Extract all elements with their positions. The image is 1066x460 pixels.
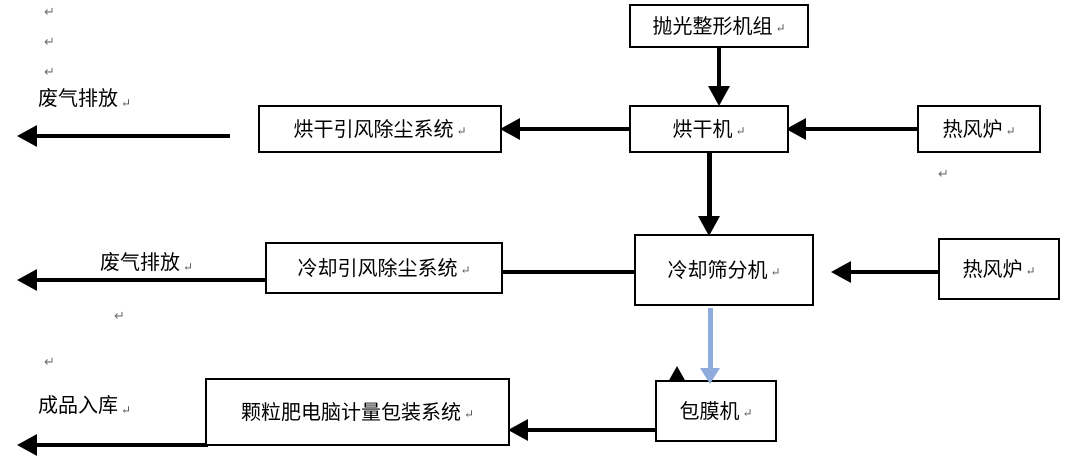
node-drying-draft-dust-removal-system[interactable]: 烘干引风除尘系统↵ [258,105,502,153]
node-label: 热风炉 [962,257,1023,281]
connector-cooldust-to-exhaust2-shaft [36,278,268,282]
node-dryer[interactable]: 烘干机↵ [629,105,789,153]
node-label: 热风炉 [942,117,1003,141]
connector-coolscreen-to-coating-head [700,368,720,384]
node-coating-machine[interactable]: 包膜机↵ [655,380,777,442]
connector-packing-to-warehouse-shaft [36,443,208,447]
node-label: 烘干机 [672,117,733,141]
return-mark: ↵ [121,403,132,417]
label-text: 废气排放 [38,86,118,110]
return-mark: ↵ [735,124,746,138]
connector-polish-to-dryer-head [708,86,730,106]
connector-coating-to-packing-shaft [527,428,657,432]
return-mark: ↵ [1025,264,1036,278]
return-mark: ↵ [44,5,55,20]
connector-dryer-to-drydust-head [500,118,520,140]
node-label: 冷却引风除尘系统 [297,256,458,280]
return-mark: ↵ [44,355,55,370]
return-mark: ↵ [44,35,55,50]
connector-dryer-to-drydust-shaft [519,127,629,131]
connector-coating-to-packing-head [508,419,528,441]
label-exhaust-emission-bottom: 废气排放↵ [100,250,194,274]
node-label: 烘干引风除尘系统 [293,117,454,141]
node-cooling-draft-dust-removal-system[interactable]: 冷却引风除尘系统↵ [265,242,503,294]
label-finished-product-warehouse: 成品入库↵ [38,393,132,417]
connector-furnace2-to-coolscreen-head [831,261,851,283]
connector-furnace1-to-dryer-shaft [805,127,917,131]
label-text: 废气排放 [100,250,180,274]
return-mark: ↵ [114,309,125,324]
return-mark: ↵ [775,21,786,35]
connector-coolscreen-to-coating-shaft [708,308,713,376]
label-exhaust-emission-top: 废气排放↵ [38,86,132,110]
return-mark: ↵ [183,260,194,274]
return-mark: ↵ [1005,124,1016,138]
node-cooling-screening-machine[interactable]: 冷却筛分机↵ [634,234,814,306]
node-hot-blast-furnace-top[interactable]: 热风炉↵ [917,105,1041,153]
connector-dryer-to-coolscreen-shaft [707,153,712,231]
node-polishing-shaping-unit[interactable]: 抛光整形机组↵ [629,4,809,48]
node-label: 颗粒肥电脑计量包装系统 [240,400,461,424]
connector-coolscreen-to-cooldust-shaft [503,270,636,274]
connector-cooldust-to-exhaust2-head [17,269,37,291]
connector-furnace2-to-coolscreen-shaft [850,270,938,274]
connector-drydust-to-exhaust1-shaft [36,134,230,138]
return-mark: ↵ [460,263,471,277]
node-label: 包膜机 [679,399,740,423]
return-mark: ↵ [456,124,467,138]
connector-drydust-to-exhaust1-head [17,125,37,147]
return-mark: ↵ [463,407,475,421]
connector-packing-to-warehouse-head [17,434,37,456]
label-text: 成品入库 [38,393,118,417]
connector-dryer-to-coolscreen-head [698,216,720,236]
node-label: 冷却筛分机 [667,258,768,282]
node-hot-blast-furnace-bottom[interactable]: 热风炉↵ [938,238,1060,300]
connector-polish-to-dryer-shaft [717,48,721,97]
return-mark: ↵ [44,65,55,80]
return-mark: ↵ [742,406,753,420]
connector-furnace1-to-dryer-head [786,118,806,140]
stray-arrowhead-icon [668,366,686,382]
return-mark: ↵ [770,265,781,279]
node-label: 抛光整形机组 [652,14,773,38]
return-mark: ↵ [121,96,132,110]
node-granular-fertilizer-computer-metering-packaging-system[interactable]: 颗粒肥电脑计量包装系统↵ [205,378,510,446]
return-mark: ↵ [938,167,949,182]
